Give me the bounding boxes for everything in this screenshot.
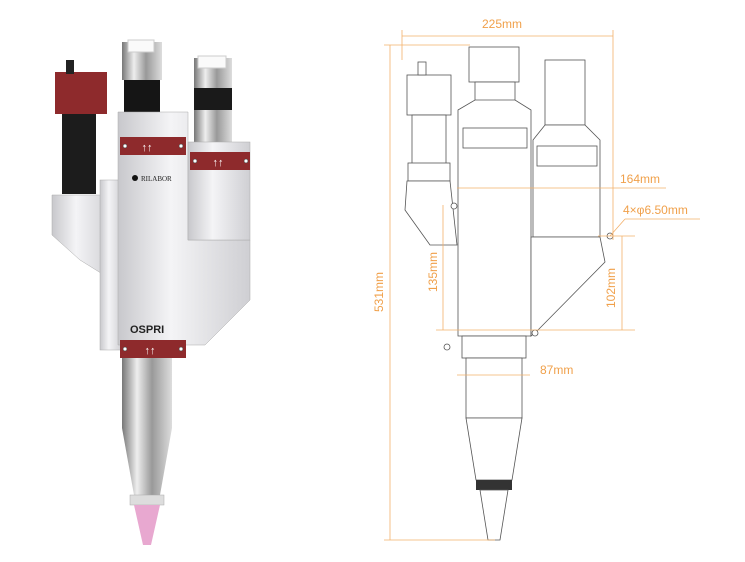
dim-holes: 4×φ6.50mm [623, 203, 688, 217]
svg-text:↑↑: ↑↑ [213, 157, 224, 169]
dim-width-bottom: 87mm [540, 363, 573, 377]
rilabor-logo: RILABOR [141, 175, 172, 183]
nozzle-cone [122, 428, 172, 495]
dim-width-mount: 164mm [620, 172, 660, 186]
dim-height-total: 531mm [372, 272, 386, 312]
svg-text:↑↑: ↑↑ [145, 345, 156, 357]
dim-height-left: 135mm [426, 252, 440, 292]
red-band-bottom [120, 340, 186, 358]
rilabor-logo-mark [132, 175, 138, 181]
nozzle-tip [134, 505, 160, 545]
product-render: ↑↑ ↑↑ ↑↑ RILABOR OSPRI [51, 39, 251, 545]
dim-height-right: 102mm [604, 268, 618, 308]
dim-width-total: 225mm [482, 17, 522, 31]
camera-lens [62, 114, 96, 194]
technical-drawing: 225mm 531mm 164mm 4×φ6.50mm 135mm 102mm … [372, 17, 700, 541]
red-band-right [190, 152, 250, 170]
camera-box [55, 72, 107, 114]
svg-text:↑↑: ↑↑ [142, 142, 153, 154]
nozzle-upper [122, 358, 172, 428]
red-band-main [120, 137, 186, 155]
ospri-logo: OSPRI [130, 324, 164, 336]
